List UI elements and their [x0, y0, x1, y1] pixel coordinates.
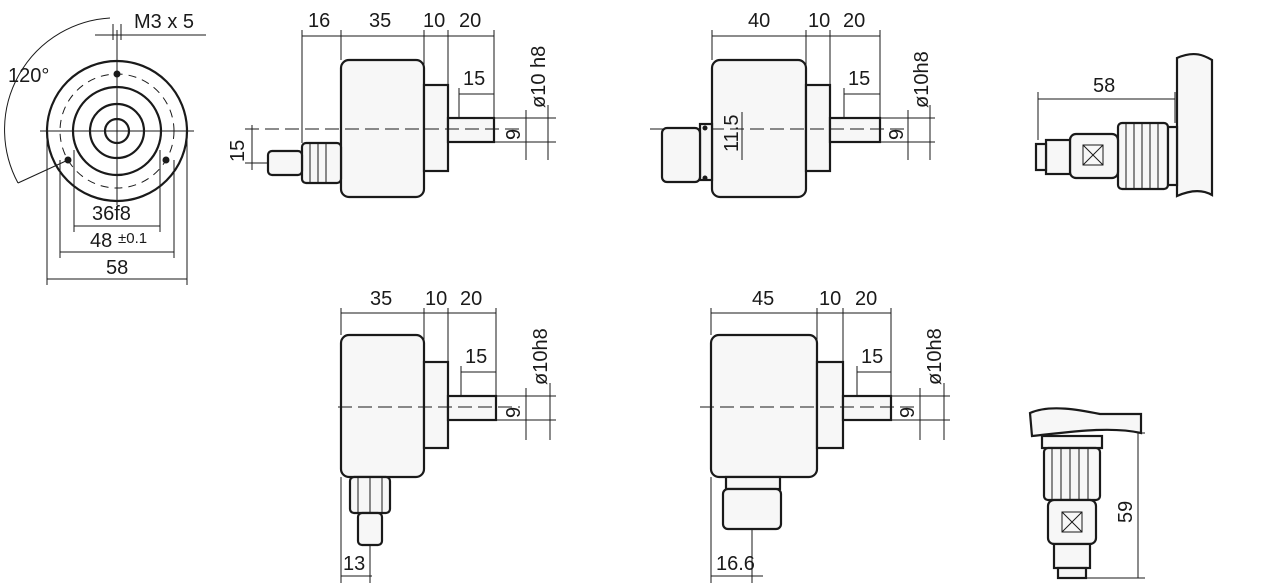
dim-15-shaft: 15 [861, 346, 883, 368]
angle-arc [4, 17, 111, 184]
flange-step [422, 360, 450, 450]
dim-shaft-dia: ø10h8 [530, 328, 552, 385]
dim-10: 10 [819, 288, 841, 310]
dim-59: 59 [1115, 501, 1137, 523]
nut-collar [1040, 434, 1104, 450]
plug-mark-box [1061, 511, 1083, 533]
dim-20: 20 [843, 10, 865, 32]
dim-48: 48 [90, 230, 112, 252]
dim-10: 10 [808, 10, 830, 32]
flange-step [815, 360, 845, 450]
dim-20: 20 [460, 288, 482, 310]
dim-10: 10 [423, 10, 445, 32]
dim-40: 40 [748, 10, 770, 32]
dim-36f8: 36f8 [92, 203, 131, 225]
cable-gland [300, 141, 343, 185]
radial-cable-view: 35 10 20 15 ø10h8 9 13 [338, 288, 556, 583]
connector-housing [660, 126, 702, 184]
dim-shaft-dia: ø10h8 [924, 328, 946, 385]
nut-collar [1166, 125, 1179, 187]
mount-hole-right [162, 156, 170, 164]
connector-housing [721, 487, 783, 531]
connector-socket [724, 475, 782, 491]
dim-9: 9 [503, 407, 525, 418]
dim-9: 9 [886, 129, 908, 140]
dim-9: 9 [503, 129, 525, 140]
plug-rear [1044, 138, 1072, 176]
mount-hole-top [113, 70, 121, 78]
dim-15-shaft: 15 [848, 68, 870, 90]
plug-mark-x2 [1061, 511, 1083, 533]
mating-panel [1028, 407, 1143, 438]
side-view-cable: 16 35 10 20 15 ø10 h8 9 15 [227, 10, 556, 199]
dim-15-offset: 15 [227, 140, 249, 162]
dim-48-tolerance: ±0.1 [118, 230, 147, 247]
dim-35: 35 [370, 288, 392, 310]
dim-15-shaft: 15 [465, 346, 487, 368]
flange-step [804, 83, 832, 173]
flange-step [422, 83, 450, 173]
dim-10: 10 [425, 288, 447, 310]
angle-label: 120° [8, 65, 49, 87]
side-view-connector: 40 10 20 15 ø10h8 9 11.5 [650, 10, 935, 199]
dim-45: 45 [752, 288, 774, 310]
shaft [446, 116, 496, 144]
dim-15-shaft: 15 [463, 68, 485, 90]
connector-screw-top [702, 125, 708, 131]
connector-socket [698, 122, 714, 182]
dim-shaft-dia: ø10 h8 [528, 46, 550, 108]
cable [266, 149, 304, 177]
m3-thread-label: M3 x 5 [134, 11, 194, 33]
dim-16-6: 16.6 [716, 553, 755, 575]
radial-mating-view: 59 [1028, 407, 1145, 580]
dim-58: 58 [1093, 75, 1115, 97]
dim-58: 58 [106, 257, 128, 279]
dim-shaft-dia: ø10h8 [911, 51, 933, 108]
plug-rear [1052, 542, 1092, 570]
cable [356, 511, 384, 547]
mating-panel [1175, 52, 1214, 198]
plug-mark-x2 [1082, 144, 1104, 166]
front-view: M3 x 5 120° 36f8 48 ±0.1 58 [4, 11, 206, 285]
shaft [841, 394, 893, 422]
housing-body [339, 333, 426, 479]
dim-35: 35 [369, 10, 391, 32]
shaft [828, 116, 882, 144]
mating-connector-view: 58 [1034, 52, 1214, 198]
radial-connector-view: 45 10 20 15 ø10h8 9 16.6 [700, 288, 950, 583]
housing-body [709, 333, 819, 479]
dim-16: 16 [308, 10, 330, 32]
dim-20: 20 [855, 288, 877, 310]
connector-screw-bottom [702, 175, 708, 181]
shaft [446, 394, 498, 422]
dim-13: 13 [343, 553, 365, 575]
plug-end [1056, 566, 1088, 580]
dim-11-5: 11.5 [721, 115, 743, 152]
plug-end [1034, 142, 1048, 172]
dim-20: 20 [459, 10, 481, 32]
dim-9: 9 [897, 407, 919, 418]
plug-mark-box [1082, 144, 1104, 166]
